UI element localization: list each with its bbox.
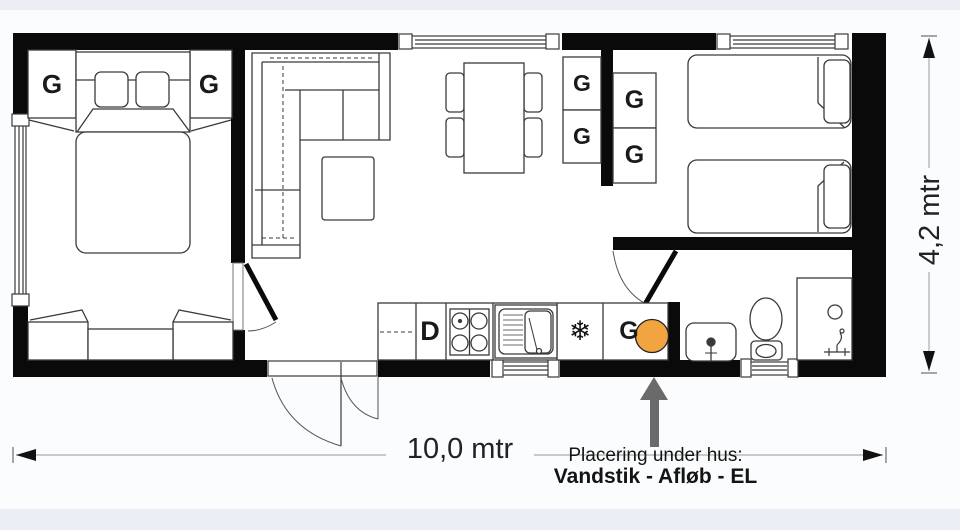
bottom-band [0,509,960,530]
arrow-head [640,377,668,400]
dim-arrow-left [16,449,36,461]
chair [523,117,543,158]
wall-bedroom1-upper [231,50,245,263]
dim-arrow-down [923,351,935,371]
placement-caption-bold: Vandstik - Afløb - EL [553,465,758,488]
toilet [749,297,783,361]
top-band [0,0,960,10]
wall-bedroom2 [601,50,613,186]
placement-caption: Placering under hus: [568,445,743,466]
double-bed [75,51,191,254]
bathroom-sink [685,322,737,362]
wardrobe-label-living-1: G [573,70,591,96]
dining-set [445,62,543,174]
chair [445,117,465,158]
wardrobe-top-right [189,49,233,119]
height-dimension-label: 4,2 mtr [914,174,946,266]
freezer-icon: ❄ [568,316,592,347]
wall-bathroom [668,302,680,360]
corner-sofa [251,52,391,259]
wall-bedroom2-bottom [613,237,852,250]
dim-arrow-right [863,449,883,461]
living-room-furniture [251,52,602,259]
pillow [823,59,851,124]
dining-table [463,62,525,174]
window-top-bedroom2 [716,33,852,50]
wardrobe-label-kitchen: G [619,317,639,345]
wardrobe-label-bedroom1-left: G [41,69,63,99]
bedroom1-door [232,262,279,332]
dishwasher-label: D [420,316,440,346]
pillow [94,71,129,108]
shower [796,277,853,361]
window-left-bedroom1 [11,113,30,307]
window-bathroom [740,358,799,378]
closet-bedroom2-1 [612,72,657,129]
placement-arrow [640,377,668,447]
chair [445,72,465,113]
interior-walls [231,50,852,362]
duvet [75,131,191,254]
single-bed-1 [687,54,852,129]
arrow-shaft [650,399,659,447]
dim-arrow-up [923,38,935,58]
shower-tap-icon [824,328,850,356]
kitchen-sink [494,304,558,359]
utility-marker [634,318,670,354]
door-swing [247,321,277,332]
pillow [135,71,170,108]
closet-living-1 [562,56,602,111]
width-dimension-label: 10,0 mtr [406,433,514,465]
pillow [823,164,851,229]
door-leaf [641,249,679,308]
wardrobe-top-left [27,49,77,119]
dimension-height [921,35,937,374]
chair [523,72,543,113]
bedroom1-furniture [27,49,234,361]
coffee-table [321,156,375,221]
door-swing-right [340,377,379,420]
wardrobe-label-bedroom2-1: G [624,86,645,114]
wardrobe-label-living-2: G [573,123,591,149]
closet-bedroom2-2 [612,127,657,184]
door-swing [612,250,649,306]
single-bed-2 [687,159,852,234]
stove-hob [449,308,490,356]
kitchen [377,302,669,361]
window-top-living [398,33,562,50]
wardrobe-label-bedroom2-2: G [624,141,645,169]
wardrobe-bottom-left [27,321,89,361]
wardrobe-bottom-right [172,321,234,361]
dimension-width [12,447,887,463]
bedroom2-furniture [612,54,852,234]
bathroom [685,277,853,362]
windows [11,33,852,378]
closet-living-2 [562,109,602,164]
bathroom-door [612,249,679,308]
wall-bottom [13,360,886,377]
wall-right [852,33,886,377]
entrance-door [267,360,379,447]
wardrobe-label-bedroom1-right: G [198,69,220,99]
door-swing-left [271,377,342,447]
bench [87,328,174,361]
door-leaf [243,262,279,322]
wall-bedroom1-lower [231,330,245,362]
window-kitchen [490,358,560,378]
